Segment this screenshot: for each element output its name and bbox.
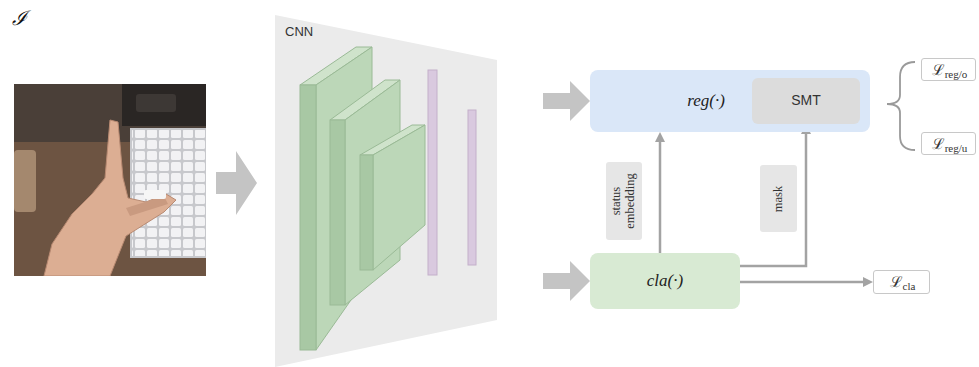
box-object [136,94,176,112]
node-label: reg(·) [687,92,725,111]
keyboard-body [130,128,206,258]
loss-box: ℒreg/o [921,58,976,81]
math-subscript: reg/u [945,142,968,154]
cnn-layers [275,15,497,367]
math-subscript: reg/o [945,68,968,80]
smt-module: SMT [752,78,860,124]
fc-layer [468,110,476,265]
node-label: mask [772,168,786,229]
mask-tag: mask [760,165,797,232]
connector-arrow [659,132,662,253]
regression-head: reg(·) SMT [590,70,870,132]
connector-arrow [740,281,873,284]
input-photo [14,84,206,276]
node-label: status embedding [610,165,638,237]
math-symbol: ℒ [932,135,945,151]
feature-arrow [497,273,590,289]
node-label: ℒreg/u [932,135,968,154]
dark-objects [122,84,206,126]
loss-box: ℒreg/u [921,132,976,155]
hand [44,120,176,276]
feature-arrow [497,93,590,109]
input-symbol: ℐ [12,4,27,31]
node-label: cla(·) [647,272,683,291]
math-subscript: cla [903,280,916,292]
keyboard-keys [132,130,206,256]
conv-block [300,47,372,350]
fc-layer [428,70,437,275]
glass-cup [14,150,36,212]
node-label: ℒcla [890,274,916,293]
node-label: CNN [285,25,313,39]
math-symbol: ℒ [890,274,903,290]
curly-bracket [887,62,915,150]
node-label: ℒreg/o [932,61,968,80]
embedding-tag: status embedding [606,162,642,240]
held-object [144,190,166,199]
loss-box: ℒcla [873,270,930,294]
trapezoid-fill [275,15,497,367]
connector-arrow [740,124,806,266]
conv-block [360,125,425,270]
input-arrow [216,151,257,215]
cnn-backbone: CNN [275,15,497,367]
math-symbol: ℒ [932,61,945,77]
node-label: SMT [791,93,821,108]
classification-head: cla(·) [590,253,740,309]
